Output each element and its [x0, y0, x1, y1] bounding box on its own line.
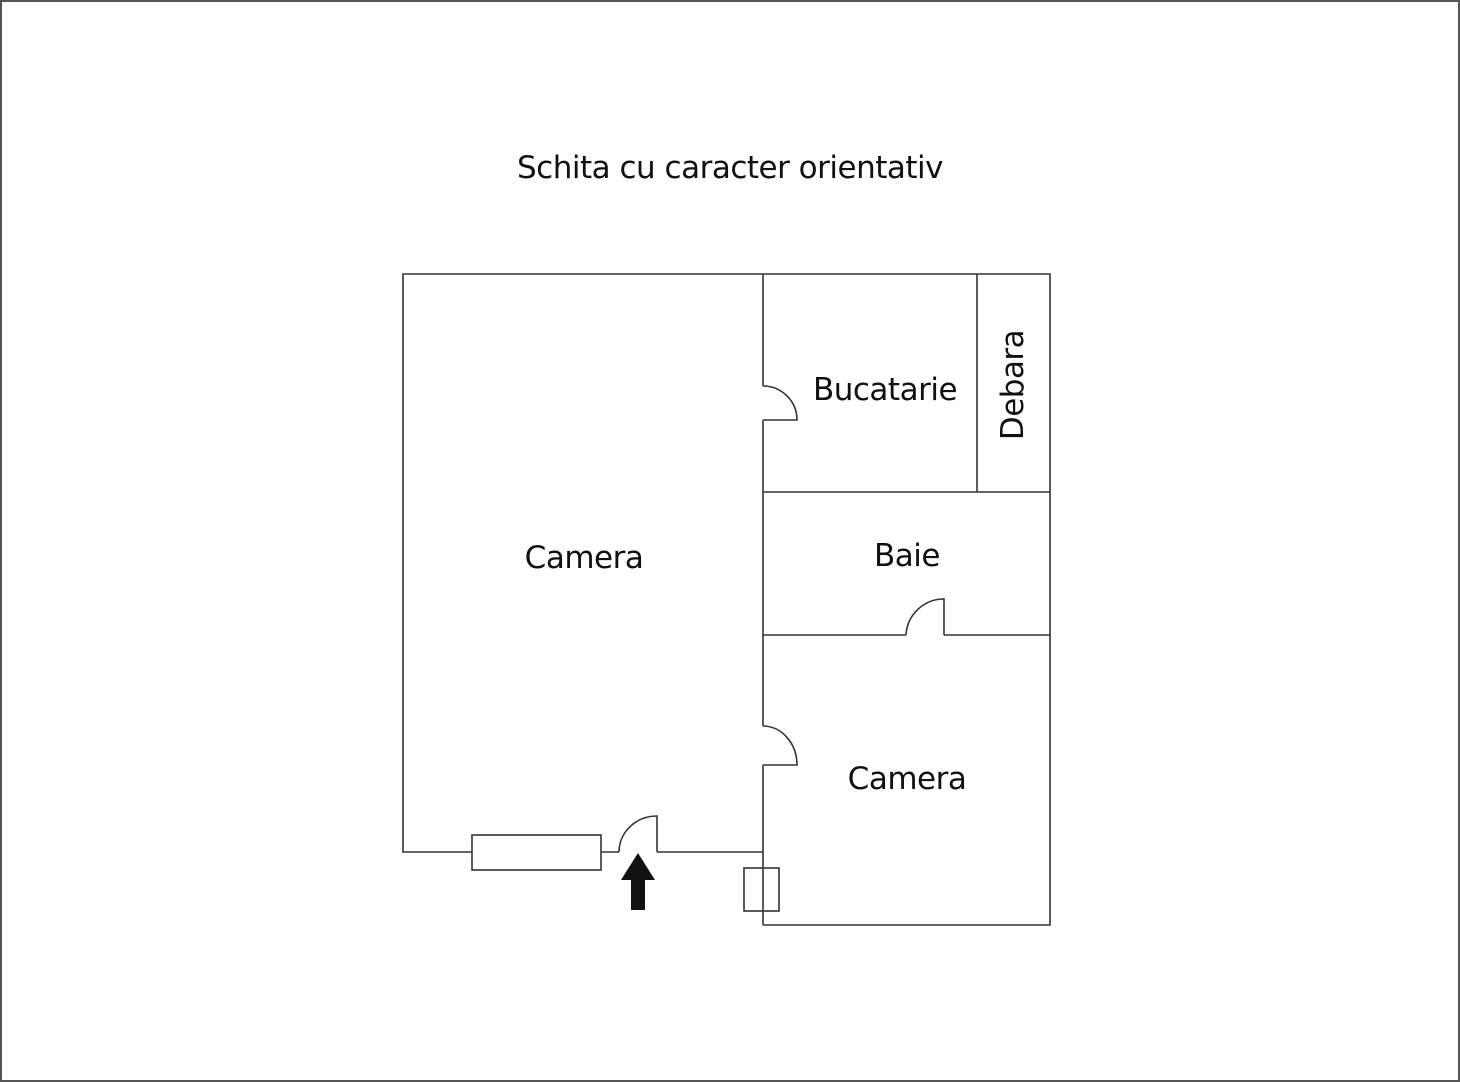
- entrance-arrow-icon: [621, 853, 655, 910]
- room-label-bucatarie: Bucatarie: [812, 372, 958, 408]
- wall-top-right: [763, 273, 1051, 926]
- door-swing-icon: [905, 598, 945, 636]
- radiator-icon: [743, 867, 780, 912]
- window-icon: [471, 834, 602, 871]
- room-label-camera-right: Camera: [847, 761, 967, 797]
- room-label-camera-left: Camera: [524, 540, 644, 576]
- wall-left-room: [402, 273, 763, 853]
- room-label-baie: Baie: [874, 538, 940, 574]
- door-swing-icon: [618, 815, 658, 853]
- door-swing-icon: [762, 725, 798, 766]
- room-label-debara: Debara: [995, 329, 1031, 441]
- door-swing-icon: [762, 385, 798, 421]
- plan-title: Schita cu caracter orientativ: [517, 150, 944, 186]
